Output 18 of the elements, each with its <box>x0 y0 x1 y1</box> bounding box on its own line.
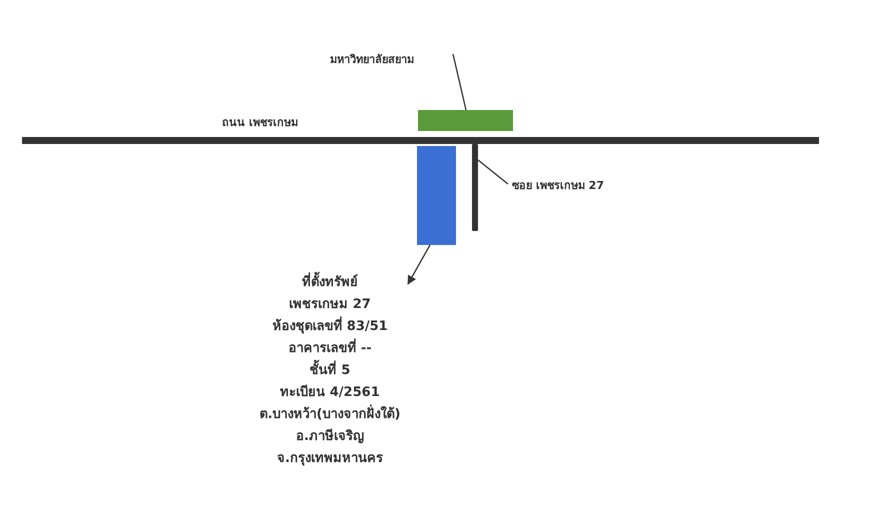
place-label: มหาวิทยาลัยสยาม <box>330 50 414 68</box>
address-line: จ.กรุงเทพมหานคร <box>276 450 384 468</box>
address-line: อ.ภาษีเจริญ <box>295 428 365 446</box>
address-line: ทะเบียน 4/2561 <box>279 384 381 402</box>
leader-line <box>478 160 508 184</box>
arrow <box>407 244 431 285</box>
address-line: เพชรเกษม 27 <box>288 296 372 314</box>
side-road <box>472 144 478 231</box>
building-block <box>418 110 513 131</box>
address-line: ต.บางหว้า(บางจากฝั่งใต้) <box>230 404 430 426</box>
leader-line <box>452 54 467 110</box>
address-line: ชั้นที่ 5 <box>230 360 430 382</box>
address-heading: ที่ตั้งทรัพย์ <box>230 272 430 294</box>
street-label: ซอย เพชรเกษม 27 <box>512 176 604 194</box>
address-line: อาคารเลขที่ -- <box>230 338 430 360</box>
address-line: ห้องชุดเลขที่ 83/51 <box>230 316 430 338</box>
road-label: ถนน เพชรเกษม <box>222 115 298 131</box>
property-block <box>417 146 456 245</box>
